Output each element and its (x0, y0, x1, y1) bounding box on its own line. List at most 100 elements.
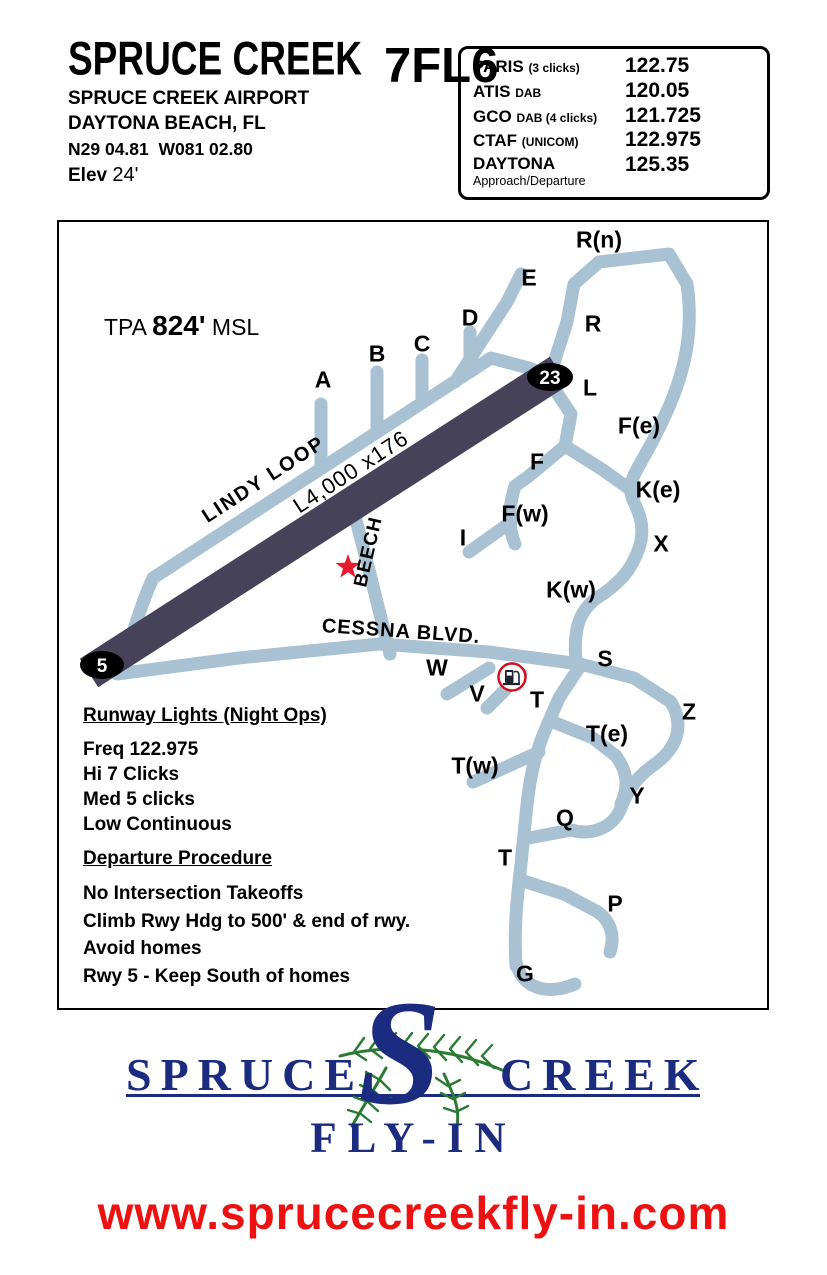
airport-coordinates: N29 04.81 W081 02.80 (68, 139, 253, 159)
taxiway-label: K(e) (635, 476, 681, 503)
runway-lights-line: Freq 122.975 (83, 739, 199, 760)
departure-procedure-line: Climb Rwy Hdg to 500' & end of rwy. (83, 910, 411, 932)
website-url: www.sprucecreekfly-in.com (97, 1187, 730, 1239)
logo-letter-s: S (358, 970, 442, 1136)
departure-procedure-line: Avoid homes (83, 938, 202, 959)
airport-diagram: 5 23 TPA 824' MSL LINDY LOOP L4,000 x176… (57, 220, 769, 1010)
taxiway-label: C (413, 330, 431, 357)
taxiway-label: Y (629, 782, 645, 809)
frequency-name: GCO (473, 106, 512, 126)
elevation-value: 24' (112, 164, 139, 186)
taxiway-path (349, 513, 397, 661)
frequency-qualifier: DAB (515, 85, 542, 100)
taxiway-path (110, 637, 587, 681)
departure-procedure-line: Rwy 5 - Keep South of homes (83, 965, 351, 987)
runway-lights-note: Runway Lights (Night Ops) Freq 122.975 H… (83, 705, 327, 837)
logo-word-creek: CREEK (500, 1049, 709, 1100)
taxiway-label: K(w) (546, 576, 596, 603)
taxiway-label: P (607, 890, 623, 917)
frequency-value: 122.75 (625, 54, 690, 77)
header: SPRUCE CREEK 7FL6 SPRUCE CREEK AIRPORT D… (68, 32, 498, 187)
taxiway-label: Z (681, 698, 697, 725)
frequency-row-atis: ATIS DAB 120.05 (473, 78, 755, 102)
taxiway-label: B (368, 340, 386, 367)
taxiway-path (558, 439, 638, 497)
airport-identifier: 7FL6 (384, 39, 499, 93)
runway-lights-line: Med 5 clicks (83, 789, 195, 810)
taxiway-label: T(w) (451, 752, 499, 779)
airport-name: SPRUCE CREEK (68, 32, 362, 85)
frequency-value: 121.725 (625, 103, 701, 127)
taxiway-path (544, 255, 606, 379)
taxiway-path (568, 247, 696, 669)
frequency-qualifier: Approach/Departure (473, 174, 586, 188)
frequency-value: 125.35 (625, 153, 690, 176)
taxiway-label: F(e) (617, 412, 661, 439)
taxiway-path (462, 515, 518, 559)
taxiway-label: T (497, 844, 513, 871)
taxiway-path (513, 873, 619, 959)
traffic-pattern-altitude: TPA 824' MSL (104, 310, 259, 342)
runway-number: 5 (97, 656, 108, 677)
taxiway-path (440, 661, 496, 701)
runway-end-23: 23 (527, 363, 573, 391)
airport-city: DAYTONA BEACH, FL (68, 112, 266, 134)
departure-procedure-title: Departure Procedure (83, 848, 273, 869)
frequency-row-gco: GCO DAB (4 clicks) 121.725 (473, 103, 755, 127)
taxiway-label: G (516, 960, 534, 987)
taxiway-label: V (469, 680, 485, 707)
taxiway-label: S (597, 645, 613, 672)
taxiway-label: W (426, 654, 448, 681)
taxiway-label: E (521, 264, 537, 291)
airport-subtitle: SPRUCE CREEK AIRPORT (68, 88, 310, 109)
frequency-name: DAYTONA (473, 154, 556, 173)
frequency-qualifier: DAB (4 clicks) (516, 110, 598, 125)
runway-number: 23 (539, 368, 560, 389)
pine-branches-icon (338, 1031, 504, 1128)
taxiway-path (466, 745, 546, 789)
runway-end-5: 5 (80, 651, 124, 679)
runway (79, 356, 569, 688)
runway-lights-title: Runway Lights (Night Ops) (83, 705, 327, 726)
frequency-qualifier: (3 clicks) (528, 61, 580, 75)
taxiway-label: L (582, 374, 598, 401)
tpa-value: 824' (152, 310, 206, 341)
taxiway-path (503, 377, 578, 551)
taxiway-network (110, 247, 696, 996)
runway-lights-line: Hi 7 Clicks (83, 764, 180, 785)
taxiway-label: F (529, 448, 545, 475)
tpa-label: TPA (104, 314, 146, 340)
taxiway-label: Q (556, 804, 574, 831)
diagram-canvas: 5 23 (79, 247, 696, 996)
frequency-qualifier: (UNICOM) (521, 135, 579, 150)
taxiway-path (546, 715, 633, 811)
tpa-units: MSL (211, 314, 260, 340)
frequency-name: ATIS (473, 81, 511, 101)
logo-rule (126, 1094, 700, 1097)
frequency-panel: PARIS (3 clicks) 122.75 ATIS DAB 120.05 … (458, 46, 770, 200)
fuel-pump-icon (497, 662, 527, 692)
elevation-label: Elev (68, 165, 108, 186)
taxiway-path (508, 659, 587, 973)
frequency-row-paris: PARIS (3 clicks) 122.75 (473, 54, 755, 77)
taxiway-label: F(w) (501, 500, 549, 527)
header-title-row: SPRUCE CREEK 7FL6 (68, 32, 498, 90)
taxiway-path (522, 657, 685, 845)
departure-procedure-line: No Intersection Takeoffs (83, 883, 304, 904)
logo-word-spruce: SPRUCE (126, 1049, 365, 1100)
taxiway-label: R(n) (576, 226, 622, 253)
frequency-name: PARIS (473, 57, 524, 76)
runway-lights-line: Low Continuous (83, 814, 232, 835)
taxiway-path (509, 955, 582, 996)
taxiway-label: X (653, 530, 669, 557)
frequency-name: CTAF (473, 131, 518, 151)
red-star-icon (335, 554, 361, 578)
frequency-value: 120.05 (625, 78, 690, 102)
taxiway-path (448, 267, 528, 389)
frequency-value: 122.975 (625, 128, 701, 152)
taxiway-label: T (529, 686, 545, 713)
frequency-row-ctaf: CTAF (UNICOM) 122.975 (473, 128, 755, 152)
taxiway-label: T(e) (585, 720, 629, 747)
